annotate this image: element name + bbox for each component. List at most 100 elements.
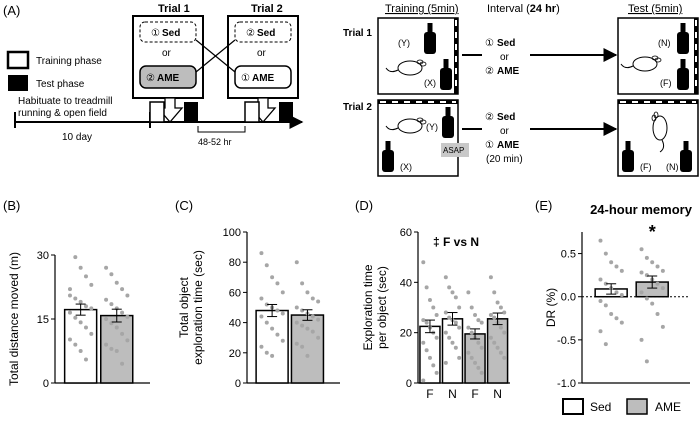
data-point bbox=[424, 285, 429, 290]
data-point bbox=[120, 310, 125, 315]
data-point bbox=[457, 325, 462, 330]
row1-test-label-f: (F) bbox=[660, 78, 672, 88]
data-point bbox=[598, 277, 603, 282]
trial2-sed-num: ② bbox=[246, 28, 255, 39]
panel-c-label: (C) bbox=[175, 198, 193, 213]
y-axis-title: DR (%) bbox=[544, 288, 558, 327]
data-point bbox=[431, 363, 436, 368]
data-point bbox=[294, 341, 299, 346]
data-point bbox=[67, 293, 72, 298]
legend-ame-swatch bbox=[626, 398, 648, 415]
data-point bbox=[495, 300, 500, 305]
data-point bbox=[488, 275, 493, 280]
trial1-sed-name: Sed bbox=[162, 28, 180, 39]
data-point bbox=[78, 299, 83, 304]
trial1-sed-num: ① bbox=[151, 28, 160, 39]
data-point bbox=[469, 305, 474, 310]
data-point bbox=[476, 318, 481, 323]
data-point bbox=[453, 345, 458, 350]
data-point bbox=[660, 286, 665, 291]
habituate-line1: Habituate to treadmill bbox=[18, 96, 113, 107]
y-tick-label: 15 bbox=[37, 314, 49, 326]
data-point bbox=[655, 311, 660, 316]
data-point bbox=[502, 355, 507, 360]
bar bbox=[486, 318, 509, 384]
chart-title: 24-hour memory bbox=[590, 202, 693, 217]
data-point bbox=[67, 310, 72, 315]
data-point bbox=[73, 255, 78, 260]
x-tick-label: F bbox=[426, 387, 433, 401]
data-point bbox=[488, 335, 493, 340]
data-point bbox=[639, 247, 644, 252]
data-point bbox=[83, 357, 88, 362]
data-point bbox=[114, 325, 119, 330]
y-tick-label: 20 bbox=[229, 348, 241, 360]
data-point bbox=[488, 313, 493, 318]
data-point bbox=[305, 326, 310, 331]
data-point bbox=[305, 353, 310, 358]
y-tick-label: 0.0 bbox=[561, 292, 576, 304]
x-tick-label: N bbox=[448, 387, 457, 401]
row2-test-label-f: (F) bbox=[640, 162, 652, 172]
data-point bbox=[609, 311, 614, 316]
data-point bbox=[280, 338, 285, 343]
trial2-sed-name: Sed bbox=[257, 28, 275, 39]
trial1-ame-pill bbox=[139, 65, 197, 89]
trial2-title: Trial 2 bbox=[251, 3, 283, 15]
data-point bbox=[603, 342, 608, 347]
data-point bbox=[603, 281, 608, 286]
data-point bbox=[424, 320, 429, 325]
data-point bbox=[447, 315, 452, 320]
data-point bbox=[424, 348, 429, 353]
row1-mid-name2: AME bbox=[497, 66, 520, 77]
data-point bbox=[300, 344, 305, 349]
row1-test-label-n: (N) bbox=[658, 38, 671, 48]
data-point bbox=[609, 260, 614, 265]
data-point bbox=[259, 344, 264, 349]
data-point bbox=[83, 274, 88, 279]
data-point bbox=[473, 360, 478, 365]
data-point bbox=[619, 320, 624, 325]
data-point bbox=[109, 346, 114, 351]
data-point bbox=[434, 370, 439, 375]
trial2-or: or bbox=[257, 48, 267, 59]
row1-train-label-x: (X) bbox=[424, 78, 436, 88]
data-point bbox=[109, 302, 114, 307]
y-tick-label: 0 bbox=[43, 378, 49, 390]
data-point bbox=[83, 325, 88, 330]
data-point bbox=[457, 305, 462, 310]
data-point bbox=[73, 315, 78, 320]
gap-label: 48-52 hr bbox=[198, 137, 232, 147]
data-point bbox=[125, 293, 130, 298]
header-test: Test (5min) bbox=[628, 3, 682, 15]
data-point bbox=[109, 272, 114, 277]
row2-mid-or: or bbox=[500, 126, 510, 137]
data-point bbox=[644, 296, 649, 301]
data-point bbox=[73, 296, 78, 301]
row2-label: Trial 2 bbox=[343, 102, 372, 113]
data-point bbox=[259, 314, 264, 319]
y-tick-label: 0 bbox=[406, 378, 412, 390]
data-point bbox=[89, 282, 94, 287]
trial1-sed-pill bbox=[139, 21, 197, 43]
data-point bbox=[305, 290, 310, 295]
data-point bbox=[125, 314, 130, 319]
trial1-ame-num: ② bbox=[146, 73, 155, 84]
header-interval: Interval (24 hr) bbox=[487, 3, 560, 15]
data-point bbox=[316, 299, 321, 304]
chart-e: -1.0-0.50.00.5DR (%)24-hour memory* bbox=[544, 202, 693, 390]
data-point bbox=[421, 340, 426, 345]
data-point bbox=[421, 318, 426, 323]
y-axis-title: Total distance moved (m) bbox=[7, 252, 21, 386]
data-point bbox=[457, 355, 462, 360]
trial2-training-block bbox=[244, 101, 260, 123]
data-point bbox=[264, 263, 269, 268]
data-point bbox=[443, 310, 448, 315]
data-point bbox=[114, 280, 119, 285]
trial2-ame-pill bbox=[234, 65, 292, 89]
data-point bbox=[270, 275, 275, 280]
data-point bbox=[498, 305, 503, 310]
data-point bbox=[639, 290, 644, 295]
data-point bbox=[275, 332, 280, 337]
